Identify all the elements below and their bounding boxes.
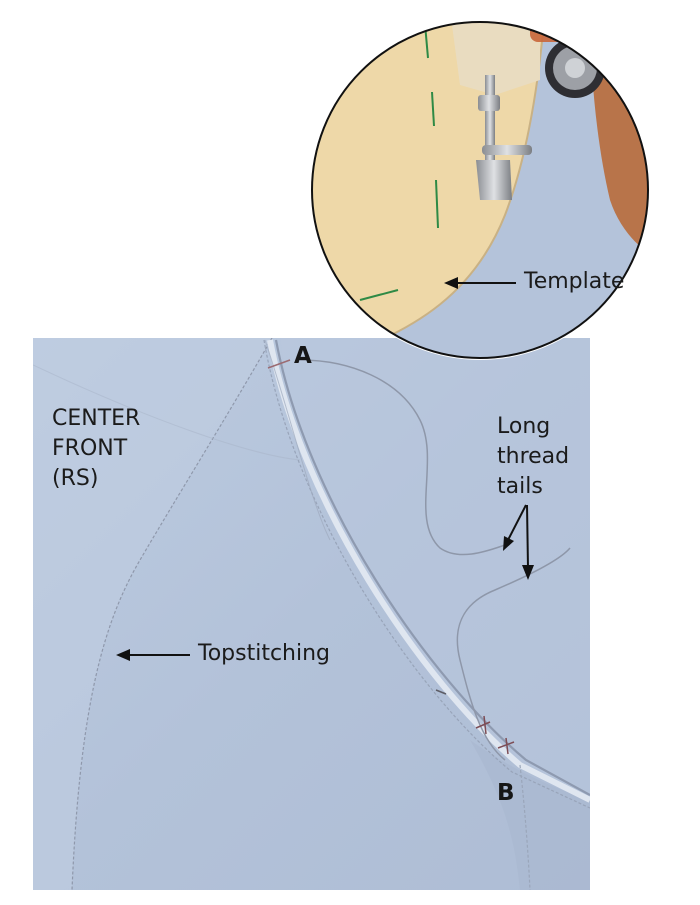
presser-foot [476, 160, 512, 200]
seam-stitching [263, 339, 590, 809]
topstitching-arrowhead [116, 649, 130, 661]
label-thread: thread [497, 444, 570, 469]
needle-clamp [478, 95, 500, 111]
machine-arm [450, 22, 540, 95]
sewing-inset [312, 22, 648, 358]
mark-b-2 [497, 737, 515, 755]
seam-edge [264, 339, 331, 541]
label-template: Template [524, 269, 625, 294]
label-front: FRONT [52, 436, 128, 461]
tail-arrowhead-2 [522, 565, 534, 580]
lower-seam [519, 764, 531, 890]
point-a-label: A [294, 343, 312, 369]
topstitching-line [71, 338, 273, 890]
fabric-photo [33, 338, 590, 890]
template-arrowhead [444, 277, 458, 289]
hand-knob-center [565, 58, 585, 78]
presser-screw [482, 145, 532, 155]
point-b-label: B [497, 780, 515, 806]
presser-bar [485, 75, 495, 170]
tail-arrowhead-1 [503, 536, 514, 551]
label-center: CENTER [52, 406, 141, 431]
tail-arrow-2 [526, 504, 529, 569]
label-rs: (RS) [52, 466, 99, 491]
thread-tail-2 [456, 547, 571, 761]
tail-arrow-1 [507, 504, 527, 541]
left-panel [33, 338, 272, 890]
thread-tail-1 [299, 359, 506, 556]
seam-ridge-highlight [267, 339, 590, 803]
label-tails: tails [497, 474, 543, 499]
mark-c [435, 689, 447, 695]
lower-fold [470, 740, 590, 890]
label-topstitching: Topstitching [198, 641, 331, 666]
faint-fold-line [33, 364, 301, 461]
mark-a [267, 359, 291, 369]
inset-border [311, 21, 649, 359]
dial [530, 22, 610, 42]
mark-b-1 [475, 715, 491, 735]
right-panel [280, 338, 590, 800]
leader-arrows [116, 277, 534, 661]
seam-ridge-shadow [274, 339, 590, 796]
label-long: Long [497, 414, 551, 439]
